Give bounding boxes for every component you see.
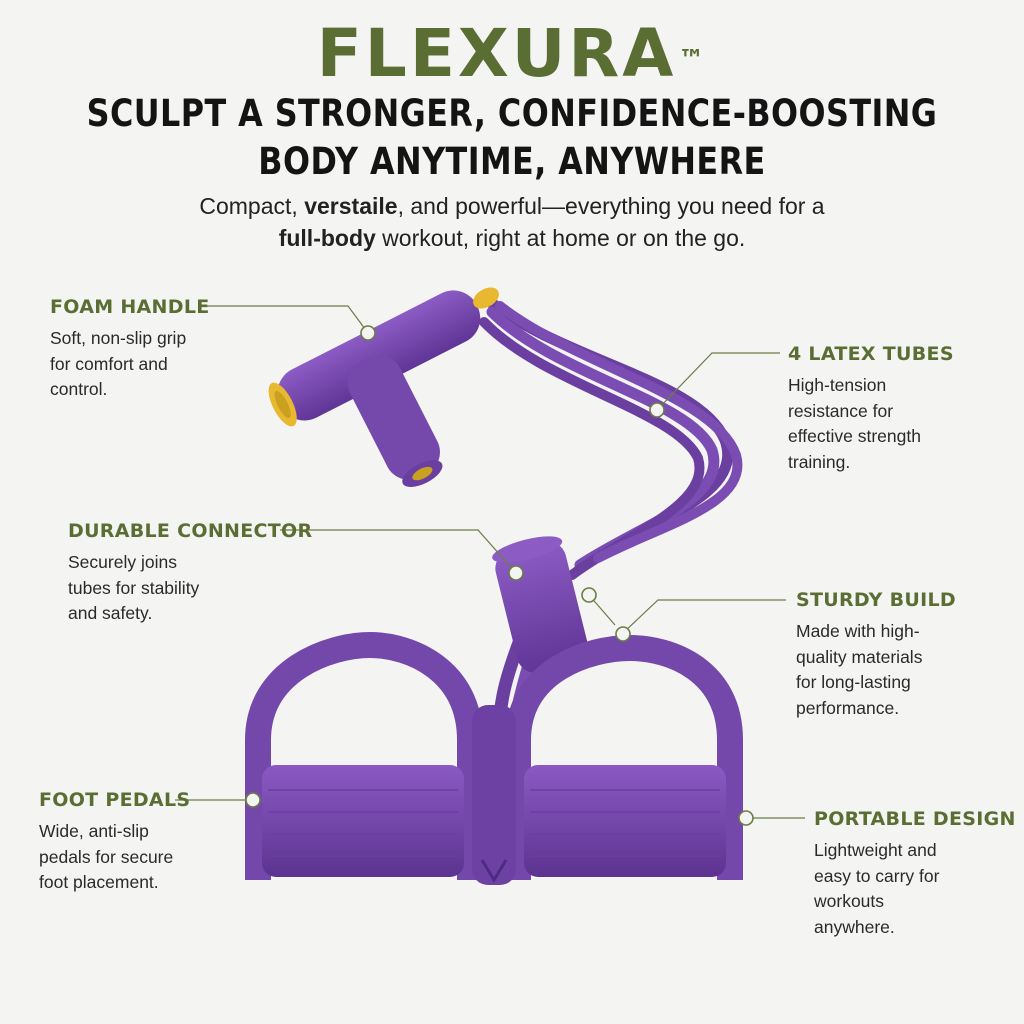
callout-title: FOOT PEDALS <box>39 789 191 811</box>
foot-pedals <box>245 631 743 885</box>
leader-lines <box>175 305 805 819</box>
callout-sturdy-build: STURDY BUILD Made with high- quality mat… <box>796 589 996 721</box>
dot-foam-handle <box>360 325 376 341</box>
brand-name: FLEXURA <box>316 15 677 92</box>
brand-logo: FLEXURA™ <box>0 14 1024 94</box>
desc-line: quality materials <box>796 646 923 667</box>
desc-line: effective strength <box>788 426 921 446</box>
desc-line: control. <box>50 379 108 399</box>
dot-sturdy-build-2 <box>581 587 597 603</box>
headline: SCULPT A STRONGER, CONFIDENCE-BOOSTING B… <box>72 90 953 186</box>
desc-line: Securely joins <box>68 552 177 572</box>
subheadline-text: workout, right at home or on the go. <box>375 225 746 251</box>
leader-dots <box>245 325 754 826</box>
trademark-symbol: ™ <box>678 45 708 75</box>
dot-sturdy-build <box>615 626 631 642</box>
foam-handle <box>268 287 499 487</box>
callout-description: Soft, non-slip grip for comfort and cont… <box>50 326 240 403</box>
subheadline-text: Compact, <box>199 193 305 219</box>
desc-line: easy to carry for <box>814 865 940 886</box>
desc-line: Soft, non-slip grip <box>50 328 187 348</box>
desc-line: Lightweight and <box>814 840 937 860</box>
callout-foam-handle: FOAM HANDLE Soft, non-slip grip for comf… <box>50 296 240 403</box>
desc-line: High-tension <box>788 375 887 395</box>
callout-title: STURDY BUILD <box>796 589 956 611</box>
callout-description: Wide, anti-slip pedals for secure foot p… <box>39 819 229 896</box>
dot-foot-pedals <box>245 792 261 808</box>
desc-line: pedals for secure <box>39 846 174 867</box>
desc-line: Wide, anti-slip <box>39 821 149 841</box>
callout-title: 4 LATEX TUBES <box>788 343 954 365</box>
subheadline: Compact, verstaile, and powerful—everyth… <box>0 190 1024 254</box>
headline-line-1: SCULPT A STRONGER, CONFIDENCE-BOOSTING <box>86 92 938 135</box>
callout-description: Made with high- quality materials for lo… <box>796 619 996 721</box>
desc-line: tubes for stability <box>68 577 200 598</box>
callout-title: DURABLE CONNECTOR <box>68 520 313 542</box>
desc-line: for comfort and <box>50 353 168 374</box>
callout-description: Lightweight and easy to carry for workou… <box>814 838 1014 940</box>
callout-description: High-tension resistance for effective st… <box>788 373 988 475</box>
desc-line: for long-lasting <box>796 672 911 692</box>
callout-latex-tubes: 4 LATEX TUBES High-tension resistance fo… <box>788 343 988 475</box>
dot-portable <box>738 810 754 826</box>
subheadline-text: , and powerful—everything you need for a <box>397 193 825 219</box>
subheadline-line-2: full-body workout, right at home or on t… <box>0 222 1024 254</box>
desc-line: workouts <box>814 891 885 911</box>
dot-latex-tubes <box>649 402 665 418</box>
callout-title: PORTABLE DESIGN <box>814 808 1016 830</box>
desc-line: training. <box>788 451 851 472</box>
desc-line: resistance for <box>788 400 894 421</box>
desc-line: foot placement. <box>39 872 159 892</box>
subheadline-emphasis: full-body <box>278 225 376 251</box>
callout-description: Securely joins tubes for stability and s… <box>68 550 288 627</box>
subheadline-line-1: Compact, verstaile, and powerful—everyth… <box>0 190 1024 222</box>
callout-title: FOAM HANDLE <box>50 296 210 318</box>
desc-line: and safety. <box>68 603 153 623</box>
desc-line: anywhere. <box>814 916 895 937</box>
desc-line: Made with high- <box>796 621 920 641</box>
headline-line-2: BODY ANYTIME, ANYWHERE <box>258 140 766 183</box>
callout-portable-design: PORTABLE DESIGN Lightweight and easy to … <box>814 808 1016 940</box>
desc-line: performance. <box>796 697 900 718</box>
dot-connector <box>508 565 524 581</box>
subheadline-emphasis: verstaile <box>304 193 398 219</box>
callout-foot-pedals: FOOT PEDALS Wide, anti-slip pedals for s… <box>39 789 229 896</box>
callout-durable-connector: DURABLE CONNECTOR Securely joins tubes f… <box>68 520 313 627</box>
